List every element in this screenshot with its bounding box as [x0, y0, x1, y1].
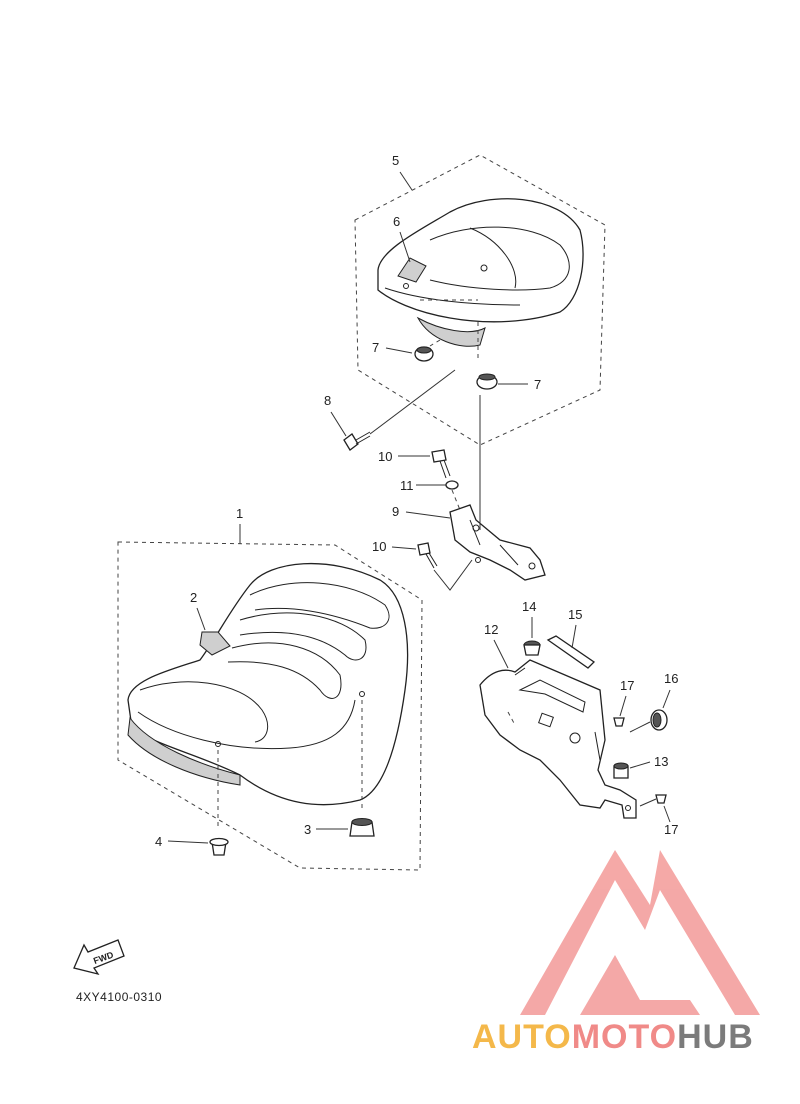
callout-2: 2: [190, 590, 197, 605]
callout-10-top: 10: [378, 449, 392, 464]
watermark-text: AUTOMOTOHUB: [472, 1018, 754, 1057]
callout-9: 9: [392, 504, 399, 519]
watermark-text-auto: AUTO: [472, 1018, 572, 1056]
callout-5: 5: [392, 153, 399, 168]
callout-17-upper: 17: [620, 678, 634, 693]
callout-7-left: 7: [372, 340, 379, 355]
callout-10-lower: 10: [372, 539, 386, 554]
callout-8: 8: [324, 393, 331, 408]
side-cover-group: [479, 635, 668, 819]
callout-3: 3: [304, 822, 311, 837]
callout-15: 15: [568, 607, 582, 622]
callout-16: 16: [664, 671, 678, 686]
callout-11: 11: [400, 478, 414, 493]
callout-13: 13: [654, 754, 668, 769]
callout-1: 1: [236, 506, 243, 521]
watermark-logo-icon: [520, 850, 760, 1015]
part-code: 4XY4100-0310: [76, 990, 163, 1004]
watermark-text-moto: MOTO: [571, 1018, 678, 1056]
callout-12: 12: [484, 622, 498, 637]
watermark-text-hub: HUB: [677, 1018, 754, 1056]
callout-7-right: 7: [534, 377, 541, 392]
bracket-assembly: 10 11 9 10: [372, 395, 546, 591]
front-seat-group: [117, 541, 423, 871]
callout-4: 4: [155, 834, 162, 849]
rear-seat-group: [354, 154, 606, 446]
callout-17-lower: 17: [664, 822, 678, 837]
callout-14: 14: [522, 599, 536, 614]
bolt-8: 8: [324, 369, 456, 451]
fwd-arrow-icon: FWD: [73, 939, 125, 976]
callout-6: 6: [393, 214, 400, 229]
